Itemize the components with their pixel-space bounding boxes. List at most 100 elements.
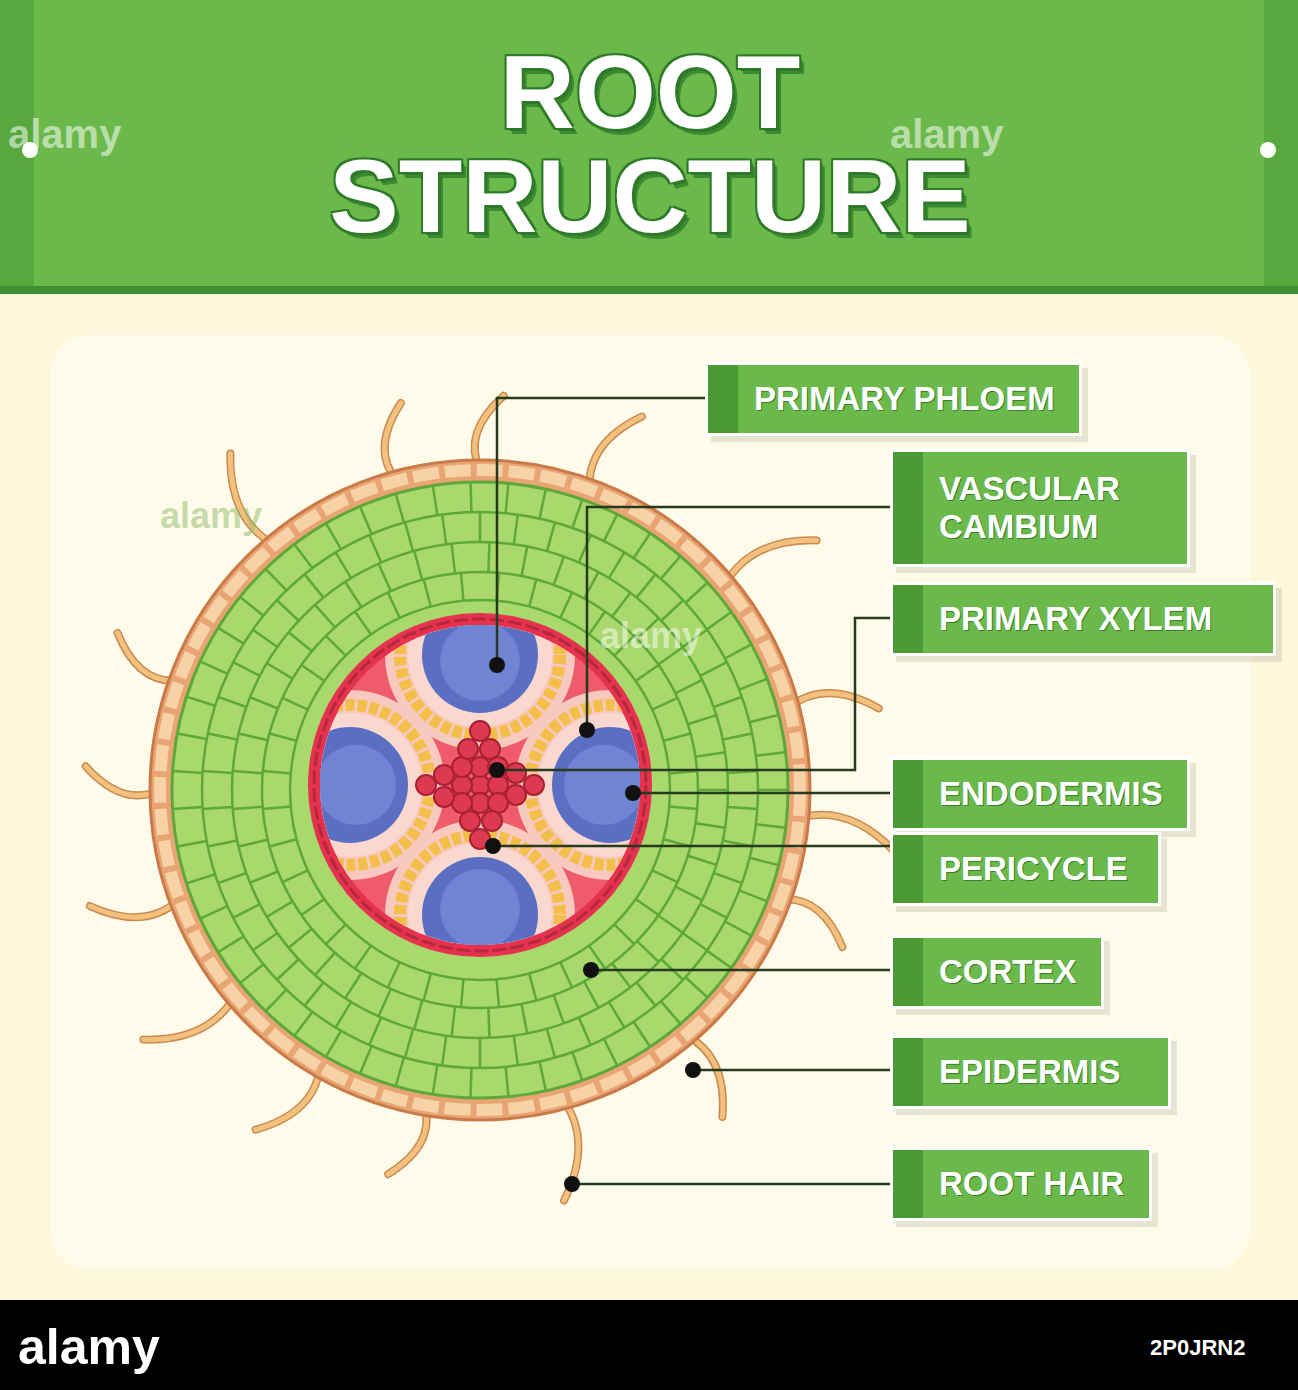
vascular-cambium: [270, 705, 430, 865]
cortex-cell-wall: [355, 946, 371, 969]
leader-line: [497, 398, 705, 665]
cortex-cell-wall: [514, 1036, 518, 1066]
title-banner: [0, 0, 1298, 288]
box-tab: [893, 1150, 923, 1218]
cortex-cell-wall: [637, 982, 656, 1005]
cortex-cell-wall: [305, 982, 324, 1005]
cortex-cell-wall: [414, 551, 422, 580]
cortex-cell-wall: [723, 733, 752, 739]
cortex-cell-wall: [539, 1062, 545, 1091]
cortex-cell-wall: [277, 600, 299, 620]
vascular-bundles: [255, 560, 705, 1010]
cortex-cell-wall: [345, 582, 361, 607]
cortex-cell-wall: [282, 870, 307, 882]
label-text: PRIMARY XYLEM: [893, 600, 1232, 638]
leader-dot: [579, 722, 595, 738]
cortex-cell-wall: [396, 494, 404, 523]
image-id: alamy: [18, 1318, 160, 1376]
cortex-cell-wall: [233, 807, 263, 809]
cortex-cell-wall: [725, 644, 751, 658]
cortex-cell-wall: [756, 752, 786, 756]
cortex-cell-wall: [579, 535, 591, 563]
primary-phloem: [440, 621, 520, 701]
primary-phloem: [422, 597, 538, 713]
leader-dot: [583, 962, 599, 978]
cortex-cell-wall: [612, 963, 630, 987]
cortex-cell-wall: [269, 839, 296, 846]
cortex-cell-wall: [560, 592, 572, 617]
cortex-cell-wall: [634, 1022, 651, 1047]
cortex-cell-wall: [388, 592, 400, 617]
cortex-cell-wall: [497, 979, 499, 1007]
cortex-cell-wall: [488, 542, 489, 572]
cortex-cell-wall: [609, 1002, 625, 1028]
cortex-cell-wall: [461, 573, 463, 601]
cortex-cell-wall: [750, 858, 779, 865]
cortex-cell-wall: [379, 989, 391, 1016]
cortex-cell-wall: [522, 547, 528, 576]
cortex-cell-wall: [614, 924, 634, 944]
cortex-cell-wall: [396, 1057, 404, 1086]
root-hair: [686, 1035, 723, 1117]
label-box: ROOT HAIR: [893, 1150, 1149, 1218]
cortex-cell-wall: [405, 1029, 413, 1058]
cortex-cell-wall: [240, 964, 263, 983]
cortex-cell-wall: [233, 662, 260, 676]
cortex-cell-wall: [522, 1004, 528, 1033]
xylem-cell: [506, 785, 526, 805]
leader-dots: [485, 657, 701, 1192]
cortex-cell-wall: [433, 1065, 438, 1095]
leader-dot: [489, 657, 505, 673]
xylem-cell: [524, 775, 544, 795]
root-hair: [725, 540, 816, 584]
cortex-cell-wall: [700, 662, 727, 676]
cortex-cell-wall: [652, 698, 677, 710]
label-box: PRIMARY PHLOEM: [708, 365, 1079, 433]
cortex-cell-wall: [554, 557, 564, 585]
cortex-cell-wall: [688, 856, 717, 865]
cortex-cell-wall: [688, 715, 717, 724]
root-hair: [143, 996, 234, 1040]
cortex-cell-wall: [714, 697, 742, 707]
cortex-cell-wall: [506, 483, 509, 513]
cortex-cell-wall: [369, 535, 381, 563]
cortex-cell-wall: [266, 990, 287, 1012]
cortex-cell-wall: [685, 583, 707, 603]
cortex-cell-wall: [336, 1002, 352, 1028]
box-tab: [893, 938, 923, 1006]
cortex-cell-wall: [756, 824, 786, 828]
cortex-cell-wall: [609, 552, 625, 578]
cortex-cell-wall: [529, 579, 536, 606]
cortex-cell-wall: [239, 733, 268, 740]
cortex-cell-wall: [345, 973, 361, 998]
xylem-cell: [458, 739, 478, 759]
leader-dot: [564, 1176, 580, 1192]
cortex-cell-wall: [442, 1036, 446, 1066]
cortex: [172, 482, 788, 1098]
cortex-cell-wall: [250, 697, 278, 708]
label-box: ENDODERMIS: [893, 760, 1187, 828]
cortex-cell-wall: [612, 593, 630, 617]
cortex-cell-wall: [469, 482, 472, 512]
primary-phloem: [316, 745, 396, 825]
cortex-cell-wall: [203, 771, 233, 773]
box-tab: [893, 452, 923, 564]
cortex-cell-wall: [529, 974, 536, 1001]
cortex-cell-wall: [636, 899, 659, 915]
primary-phloem: [422, 857, 538, 973]
cortex-cell-wall: [173, 807, 203, 809]
cortex-cell-wall: [360, 506, 372, 534]
watermark: alamy: [8, 112, 121, 157]
label-text: ROOT HAIR: [893, 1165, 1144, 1203]
xylem-cell: [482, 811, 502, 831]
leader-dot: [625, 785, 641, 801]
vascular-cambium: [400, 835, 560, 995]
label-text: EPIDERMIS: [893, 1053, 1141, 1091]
cortex-cell-wall: [294, 1012, 312, 1036]
cortex-cell-wall: [707, 612, 731, 629]
cortex-cell-wall: [707, 951, 731, 968]
leader-dot: [685, 1062, 701, 1078]
cortex-cell-wall: [658, 915, 683, 932]
cortex-cell-wall: [250, 871, 278, 882]
